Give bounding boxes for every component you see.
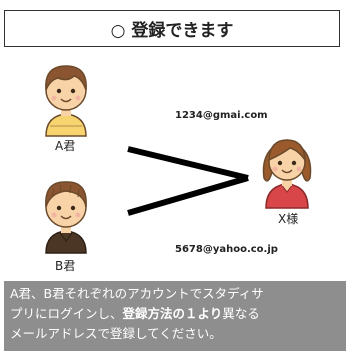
note-line-2-post: 異なる — [222, 306, 260, 321]
user-x-avatar — [262, 139, 312, 209]
user-b-label: B君 — [55, 259, 76, 273]
connector-line-top — [127, 146, 249, 181]
user-b-avatar — [45, 181, 87, 254]
connector-line-bottom — [127, 175, 249, 216]
note-line-3: メールアドレスで登録してください。 — [10, 326, 222, 341]
email-top: 1234@gmai.com — [175, 110, 268, 121]
email-bottom: 5678@yahoo.co.jp — [175, 244, 278, 255]
note-line-1: A君、B君それぞれのアカウントでスタディサ — [10, 286, 264, 301]
title-banner: ○ 登録できます — [4, 10, 340, 47]
user-x-label: X様 — [278, 212, 299, 226]
user-a-label: A君 — [55, 139, 76, 153]
note-line-2: プリにログインし、登録方法の１より異なる — [10, 304, 340, 324]
title-text: ○ 登録できます — [110, 21, 234, 41]
note-line-2-bold: 登録方法の１より — [122, 306, 223, 321]
instruction-note: A君、B君それぞれのアカウントでスタディサ プリにログインし、登録方法の１より異… — [4, 281, 346, 351]
note-line-2-pre: プリにログインし、 — [10, 306, 123, 321]
user-a-avatar — [45, 65, 87, 137]
